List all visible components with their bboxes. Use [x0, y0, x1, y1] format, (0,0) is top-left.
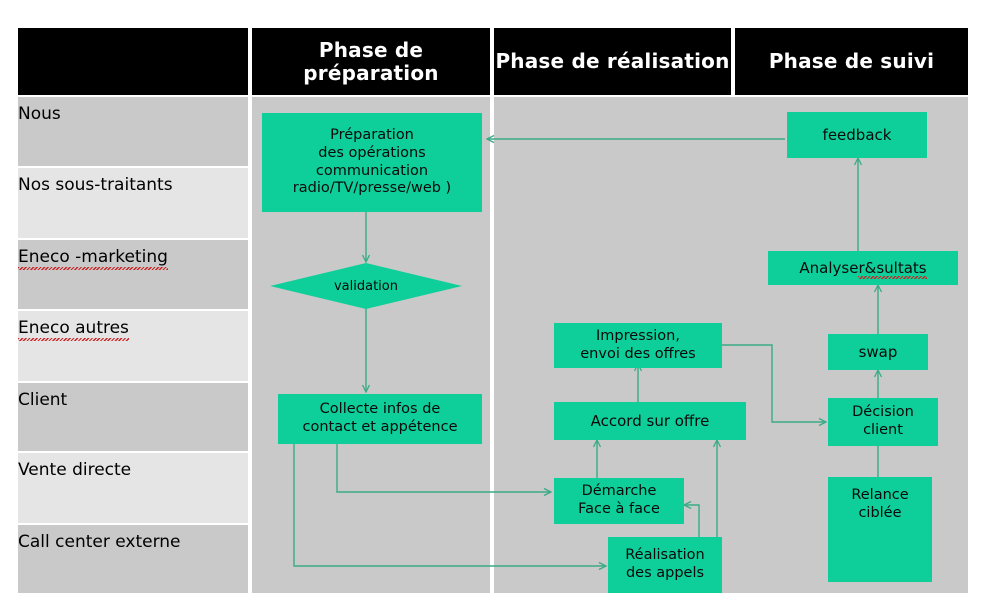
lane-label-eneco-autres-text: Eneco autres [18, 318, 129, 341]
node-demarche-line-1: Démarche [581, 483, 657, 500]
node-relance-ciblee[interactable]: Relance ciblée [828, 477, 932, 582]
column-divider-2 [490, 97, 494, 593]
lane-band-call-center-externe [18, 525, 248, 593]
lane-band-eneco-marketing [18, 240, 248, 309]
node-decision-client[interactable]: Décision client [828, 398, 938, 446]
node-validation-label: validation [333, 278, 398, 294]
header-blank [18, 28, 248, 95]
node-collecte-line-1: Collecte infos de [319, 401, 441, 418]
node-analyse-prefix: Analyse [799, 258, 859, 277]
node-impression-line-2: envoi des offres [580, 345, 696, 362]
lane-label-eneco-marketing: Eneco -marketing [18, 240, 248, 309]
node-swap[interactable]: swap [828, 334, 928, 370]
column-divider-1 [248, 97, 252, 593]
node-impression-line-1: Impression, [596, 327, 680, 344]
lane-label-eneco-marketing-text: Eneco -marketing [18, 247, 168, 270]
node-demarche-line-2: Face à face [578, 501, 660, 517]
node-preparation-line-1: Préparation [330, 127, 414, 144]
node-preparation-line-3: communication [315, 162, 429, 179]
node-feedback[interactable]: feedback [787, 112, 927, 158]
lane-label-client: Client [18, 390, 68, 410]
node-accord-sur-offre[interactable]: Accord sur offre [554, 402, 746, 440]
node-decision-line-2: client [863, 422, 903, 438]
node-preparation-line-2: des opérations [318, 144, 426, 161]
node-relance-line-1: Relance [851, 487, 909, 503]
node-realisation-line-1: Réalisation [625, 547, 705, 564]
header-phase-suivi: Phase de suivi [735, 28, 968, 95]
lane-band-nous [18, 97, 248, 166]
lane-label-nos-sous-traitants: Nos sous-traitants [18, 175, 173, 195]
lane-band-nos-sous-traitants [18, 168, 248, 238]
node-decision-line-1: Décision [852, 404, 914, 421]
node-demarche-face-a-face[interactable]: Démarche Face à face [554, 478, 684, 524]
node-relance-line-2: ciblée [858, 504, 902, 521]
lane-label-vente-directe: Vente directe [18, 460, 132, 480]
node-collecte-infos[interactable]: Collecte infos de contact et appétence [278, 394, 482, 444]
node-analyse-misspelled-word: r&sultats [858, 258, 927, 280]
lane-label-eneco-autres: Eneco autres [18, 311, 248, 381]
lane-band-eneco-autres [18, 311, 248, 381]
node-validation-decision[interactable]: validation [270, 263, 462, 309]
lane-label-call-center-externe: Call center externe [18, 532, 181, 552]
header-phase-realisation: Phase de réalisation [494, 28, 731, 95]
lane-band-client [18, 383, 248, 451]
lane-label-nous: Nous [18, 104, 61, 124]
header-phase-preparation: Phase de préparation [252, 28, 490, 95]
node-collecte-line-2: contact et appétence [302, 419, 458, 435]
lane-band-vente-directe [18, 453, 248, 523]
node-impression-envoi-offres[interactable]: Impression, envoi des offres [554, 323, 722, 368]
node-analyse-resultats[interactable]: Analyse r&sultats [768, 251, 958, 285]
node-realisation-line-2: des appels [625, 565, 705, 581]
node-realisation-des-appels[interactable]: Réalisation des appels [608, 537, 722, 593]
node-preparation[interactable]: Préparation des opérations communication… [262, 113, 482, 212]
node-preparation-line-4: radio/TV/presse/web ) [292, 180, 452, 197]
